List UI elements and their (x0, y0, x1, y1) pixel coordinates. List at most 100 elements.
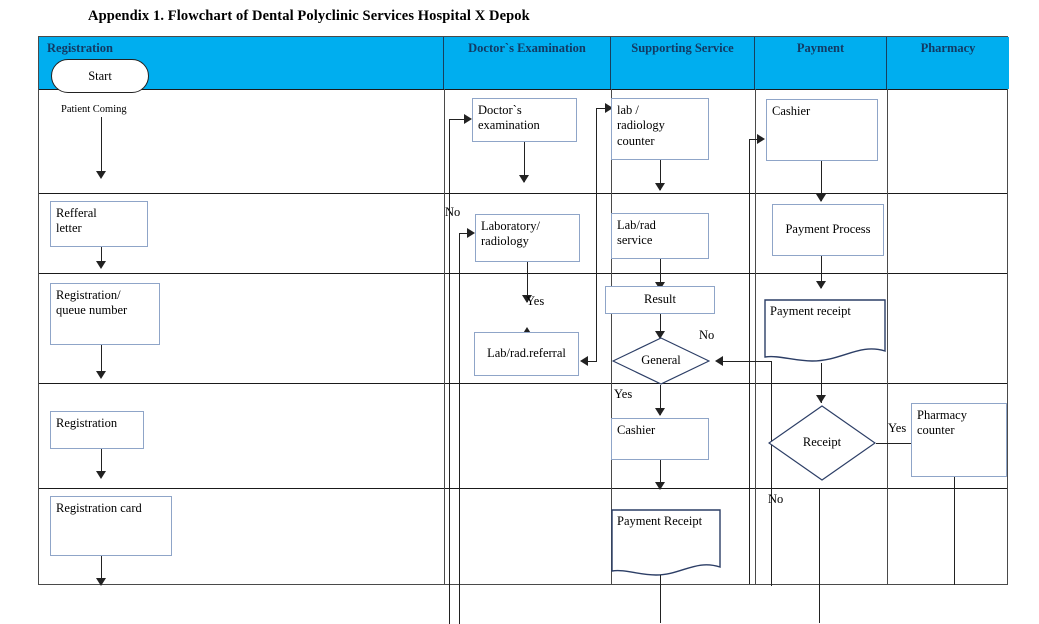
edge-no-route-vertical (449, 119, 450, 624)
edge-queue-to-registration (101, 345, 102, 377)
node-cashier-payment[interactable]: Cashier (766, 99, 878, 161)
column-header-label: Payment (796, 41, 845, 55)
row-divider-3 (39, 383, 1007, 384)
edge-registration-to-card (101, 449, 102, 477)
node-payment-process[interactable]: Payment Process (772, 204, 884, 256)
node-registration-queue[interactable]: Registration/ queue number (50, 283, 160, 345)
node-general-label: General (641, 352, 681, 367)
column-divider-2 (611, 89, 612, 584)
edge-no-route-horizontal (449, 119, 468, 120)
node-result[interactable]: Result (605, 286, 715, 314)
node-doctors-examination-line1: Doctor`s (478, 103, 522, 117)
node-result-label: Result (644, 292, 676, 307)
arrowhead-right (757, 134, 765, 144)
edge-to-cashier-vertical (749, 139, 750, 584)
node-lab-rad-service-line1: Lab/rad (617, 218, 656, 232)
node-payment-receipt-supporting-label: Payment Receipt (617, 514, 703, 528)
arrowhead-down (522, 295, 532, 303)
column-header-label: Doctor`s Examination (468, 41, 586, 55)
document-shape (611, 509, 721, 576)
edge-doctor-to-lab (524, 142, 525, 182)
edge-lab-entry-horizontal (459, 233, 471, 234)
arrowhead-down (519, 175, 529, 183)
node-payment-receipt-supporting[interactable]: Payment Receipt (611, 509, 721, 581)
arrowhead-left (580, 356, 588, 366)
arrowhead-down (96, 471, 106, 479)
edge-lab-entry-vertical (459, 233, 460, 624)
arrowhead-down (655, 482, 665, 490)
edge-card-out (101, 556, 102, 584)
node-registration-card-label: Registration card (56, 501, 142, 515)
arrowhead-right (605, 103, 613, 113)
node-lab-rad-referral[interactable]: Lab/rad.referral (474, 332, 579, 376)
edge-no-receipt-vertical (819, 489, 820, 623)
node-start[interactable]: Start (51, 59, 149, 93)
node-pharmacy-counter[interactable]: Pharmacy counter (911, 403, 1007, 477)
node-registration[interactable]: Registration (50, 411, 144, 449)
row-divider-2 (39, 273, 1007, 274)
node-laboratory-radiology[interactable]: Laboratory/ radiology (475, 214, 580, 262)
node-payment-process-label: Payment Process (785, 222, 871, 237)
node-cashier-supporting[interactable]: Cashier (611, 418, 709, 460)
edge-counter-to-service (660, 160, 661, 190)
edge-label-yes-receipt: Yes (888, 421, 907, 435)
node-start-label: Start (88, 68, 112, 83)
column-divider-3 (755, 89, 756, 584)
node-pharmacy-counter-line2: counter (917, 423, 955, 438)
edge-refferal-to-queue (101, 247, 102, 267)
edge-start-to-refferal (101, 117, 102, 173)
node-doctors-examination[interactable]: Doctor`s examination (472, 98, 577, 142)
edge-no-general-horizontal (723, 361, 771, 362)
edge-result-to-general (660, 314, 661, 336)
arrowhead-down (816, 281, 826, 289)
edge-label-yes-general: Yes (614, 387, 633, 401)
row-divider-1 (39, 193, 1007, 194)
column-header-label: Supporting Service (631, 41, 734, 55)
node-lab-rad-service[interactable]: Lab/rad service (611, 213, 709, 259)
node-refferal-letter-line1: Refferal (56, 206, 97, 220)
node-payment-receipt-payment-label: Payment receipt (770, 304, 851, 318)
node-registration-card[interactable]: Registration card (50, 496, 172, 556)
edge-pharmacy-out (954, 477, 955, 585)
node-pharmacy-counter-line1: Pharmacy (917, 408, 967, 422)
node-cashier-payment-label: Cashier (772, 104, 811, 118)
column-header-supporting-service: Supporting Service (611, 37, 755, 89)
node-patient-coming-label: Patient Coming (61, 104, 127, 115)
node-lab-radiology-counter[interactable]: lab / radiology counter (611, 98, 709, 160)
edge-process-to-receipt (821, 256, 822, 288)
edge-label-no-general: No (699, 328, 715, 342)
node-refferal-letter[interactable]: Refferal letter (50, 201, 148, 247)
arrowhead-left (715, 356, 723, 366)
column-header-doctors-examination: Doctor`s Examination (444, 37, 611, 89)
edge-label-no-receipt: No (768, 492, 784, 506)
node-payment-receipt-payment[interactable]: Payment receipt (764, 299, 886, 367)
edge-general-to-cashier (660, 385, 661, 415)
edge-lab-down (527, 262, 528, 302)
edge-cashier-to-process (821, 161, 822, 201)
node-refferal-letter-line2: letter (56, 221, 82, 236)
node-lab-rad-service-line2: service (617, 233, 653, 248)
arrowhead-down (96, 371, 106, 379)
node-cashier-supporting-label: Cashier (617, 423, 656, 437)
edge-label-no-doctor: No (445, 205, 461, 219)
node-receipt-decision[interactable]: Receipt (768, 405, 876, 481)
column-header-label: Pharmacy (920, 41, 976, 55)
arrowhead-down (655, 183, 665, 191)
flowchart-table: Registration Doctor`s Examination Suppor… (38, 36, 1009, 624)
node-registration-label: Registration (56, 416, 118, 430)
node-laboratory-line1: Laboratory/ (481, 219, 541, 233)
arrowhead-down (816, 194, 826, 202)
column-divider-1 (444, 89, 445, 584)
edge-service-to-result (660, 259, 661, 289)
column-header-pharmacy: Pharmacy (887, 37, 1009, 89)
node-doctors-examination-line2: examination (478, 118, 540, 133)
edge-referral-to-counter-bottom (587, 361, 597, 362)
edge-referral-to-counter-top (596, 108, 610, 109)
node-registration-queue-line2: queue number (56, 303, 128, 318)
edge-referral-to-counter-vertical (596, 108, 597, 361)
column-header-payment: Payment (755, 37, 887, 89)
arrowhead-down (816, 395, 826, 403)
edge-to-cashier-horizontal (749, 139, 761, 140)
node-general[interactable]: General (612, 337, 710, 385)
arrowhead-right (467, 228, 475, 238)
